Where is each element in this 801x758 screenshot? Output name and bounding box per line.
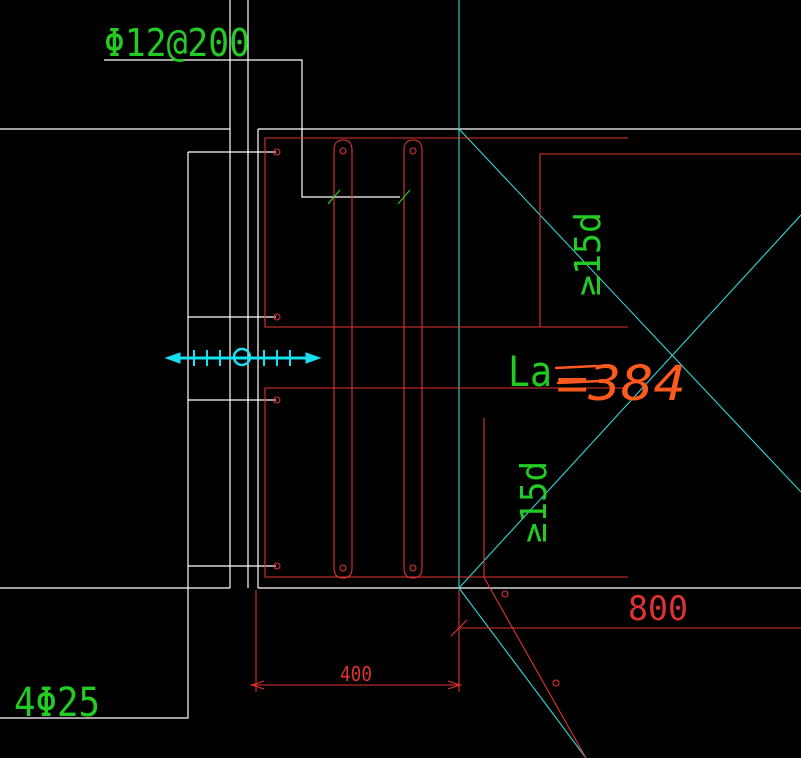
upper-bar-group [264,137,628,328]
hand-eq-top [554,364,598,370]
bar-dot-3 [273,396,281,404]
red-rebar-lines [250,137,801,758]
handwritten-annotation [554,364,602,385]
stirrup-tick-1 [327,189,341,205]
stirrup-ticks [327,189,411,205]
lower-bar-group [264,387,628,578]
bent-bar [483,576,587,758]
cyan-diagonal-lower [458,587,587,758]
stirrup-tick-2 [397,189,411,205]
cyan-diagonal-down [458,128,801,493]
main-bars-label: 4Φ25 [14,680,100,726]
anchor-top-line [539,153,801,327]
anchor-top-label: ≥15d [568,212,609,296]
hand-eq-bottom [556,379,602,385]
section-marker-circle [232,347,252,367]
cyan-diagonal-lines [458,0,801,758]
stirrup-hook-2a [409,147,417,155]
dim-400-label: 400 [340,662,372,686]
section-marker [164,347,322,367]
bent-bar-dot-2 [552,679,560,687]
anchor-bottom-label: ≥15d [514,461,555,543]
la-value-handwritten: =384 [556,356,686,412]
stirrup-hook-1a [339,147,347,155]
la-label: La [508,347,552,396]
stirrup-1 [333,139,353,579]
bar-dot-2 [273,313,281,321]
section-arrow-right [305,352,322,364]
dim-400-arrow-left [250,680,265,690]
bar-dot-1 [273,148,281,156]
leader-stirrup [104,59,400,198]
cyan-diagonal-up [458,214,801,589]
stirrup-2 [403,139,423,579]
dim-800-label: 800 [628,589,688,629]
bar-dot-4 [273,562,281,570]
main-bar-dots [273,147,560,687]
stirrup-spec-label: Φ12@200 [104,21,250,65]
dim-400-arrow-right [447,680,462,690]
section-arrow-left [164,352,181,364]
leader-main-bars [0,152,189,719]
bent-bar-dot-1 [501,590,509,598]
stirrup-hook-2b [409,564,417,572]
stirrup-hook-1b [339,564,347,572]
